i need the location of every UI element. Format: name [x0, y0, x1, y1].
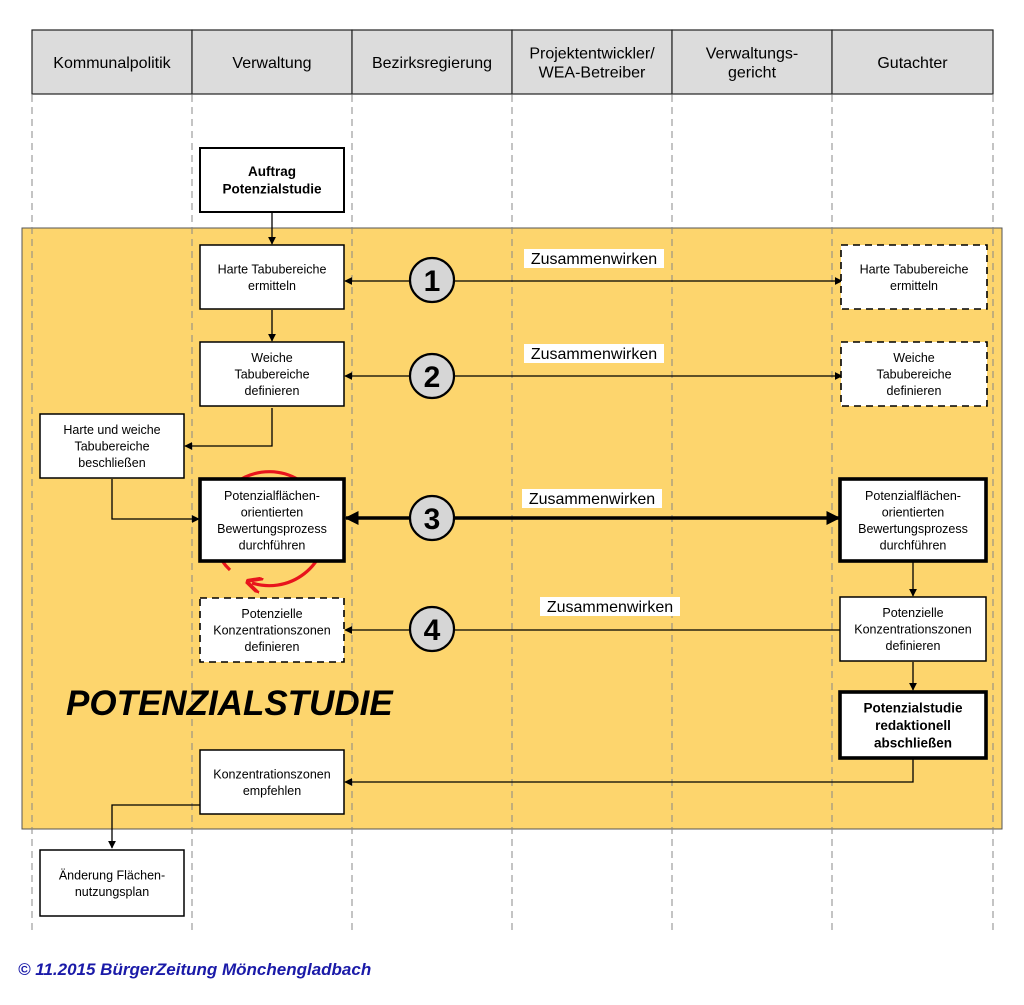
steps: 1Zusammenwirken2Zusammenwirken3Zusammenw… [408, 249, 680, 653]
step-label-4: Zusammenwirken [547, 599, 673, 616]
box-zonen-verw [199, 597, 345, 663]
step-circle-4 [408, 605, 456, 653]
step-number-1: 1 [424, 265, 441, 298]
box-harte-verw [199, 244, 345, 310]
box-bewertung-gut [838, 477, 988, 563]
lane-title-gutachter: Gutachter [877, 55, 948, 72]
step-number-2: 2 [424, 361, 441, 394]
box-bewertung-verw [198, 477, 346, 563]
lane-title-verwaltungsgericht: Verwaltungs-gericht [706, 46, 799, 82]
arrow-beschliessen-to-bewertung [111, 479, 200, 523]
section-title: POTENZIALSTUDIE [66, 684, 394, 723]
lane-header-verwaltung [191, 29, 353, 95]
arrow-weiche-to-beschliessen [184, 408, 273, 450]
step-number-3: 3 [424, 503, 441, 536]
box-auftrag [199, 147, 345, 213]
box-label-aenderung: Änderung Flächen-nutzungsplan [59, 868, 165, 899]
box-weiche-verw [199, 341, 345, 407]
lane-dividers [31, 95, 994, 932]
step-label-background [524, 249, 664, 268]
box-abschliessen [838, 690, 988, 760]
step-number-4: 4 [424, 614, 441, 647]
step-label-3: Zusammenwirken [529, 491, 655, 508]
lane-header-bezirksregierung [351, 29, 513, 95]
credit-line: © 11.2015 BürgerZeitung Mönchengladbach [18, 960, 372, 979]
box-beschliessen [39, 413, 185, 479]
lane-header-verwaltungsgericht [671, 29, 833, 95]
step-label-2: Zusammenwirken [531, 346, 657, 363]
box-empfehlen [199, 749, 345, 815]
arrow-empfehlen-to-aenderung [108, 804, 200, 849]
step-circle-1 [408, 256, 456, 304]
lane-header-gutachter [831, 29, 994, 95]
box-zonen-gut [839, 596, 987, 662]
step-circle-2 [408, 352, 456, 400]
step-label-background [522, 489, 662, 508]
lane-title-verwaltung: Verwaltung [232, 55, 311, 72]
step-label-background [540, 597, 680, 616]
step-label-1: Zusammenwirken [531, 251, 657, 268]
arrow-abschliessen-to-empfehlen [344, 759, 914, 786]
box-weiche-gut [840, 341, 988, 407]
lane-headers: Kommunalpolitik Verwaltung Bezirksregierun… [31, 29, 994, 95]
step-circle-3 [408, 494, 456, 542]
step-label-background [524, 344, 664, 363]
lane-title-bezirksregierung: Bezirksregierung [372, 55, 492, 72]
box-harte-gut [840, 244, 988, 310]
lane-title-kommunalpolitik: Kommunalpolitik [53, 55, 171, 72]
box-aenderung [39, 849, 185, 917]
lane-title-projektentwickler: Projektentwickler/WEA-Betreiber [529, 46, 655, 82]
lane-header-projektentwickler [511, 29, 673, 95]
